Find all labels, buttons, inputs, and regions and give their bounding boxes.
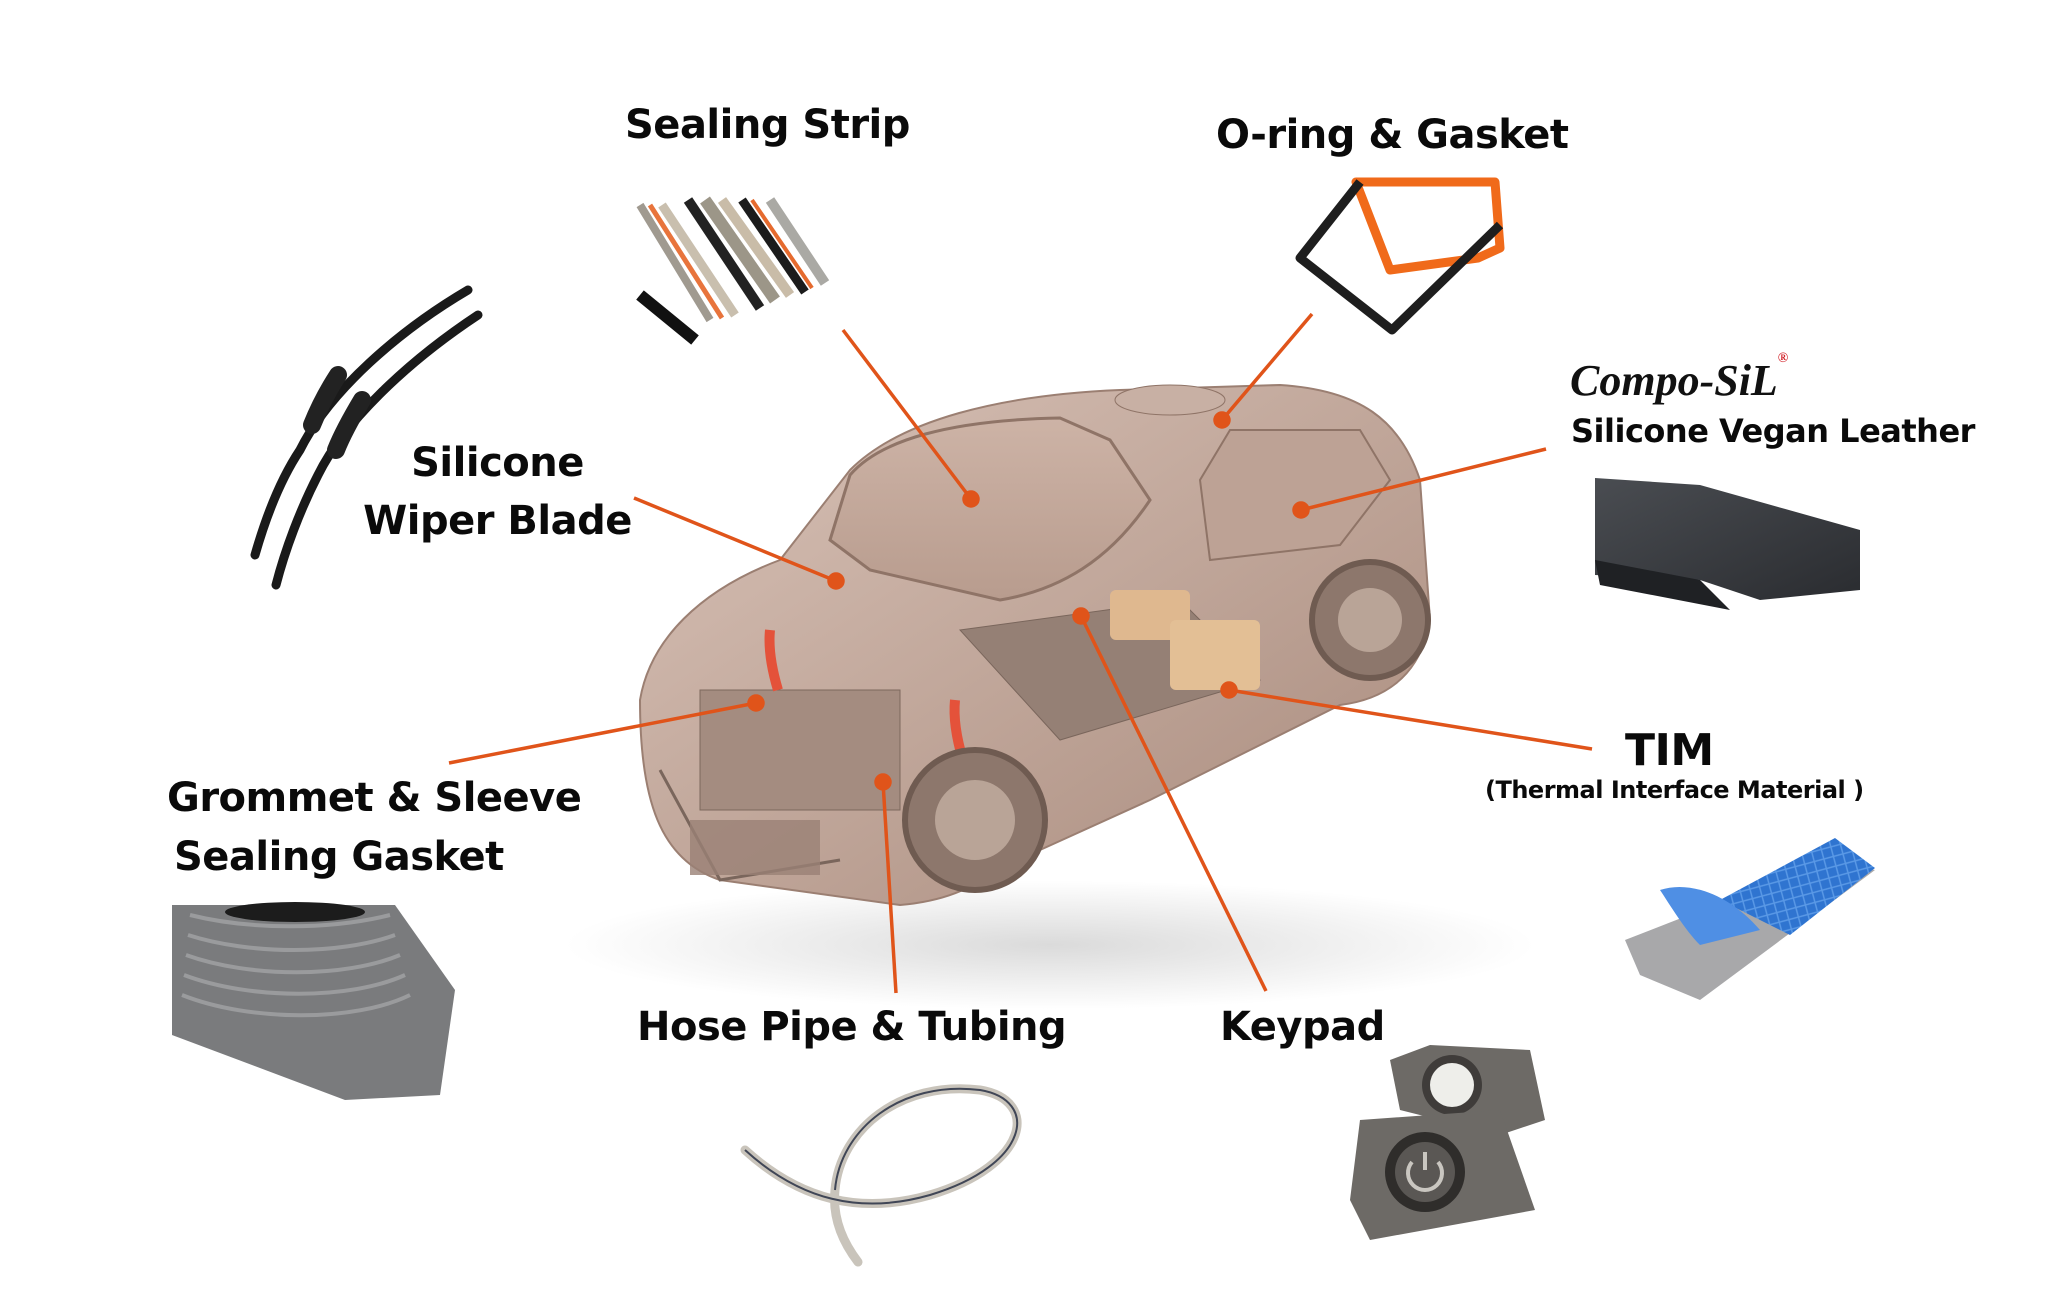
label-grommet-line1: Grommet & Sleeve [167, 775, 582, 821]
leader-vegan-leather [1300, 447, 1547, 512]
leader-keypad [1079, 615, 1268, 992]
compo-sil-brand: Compo-SiL® [1570, 351, 1788, 406]
leader-oring [1220, 312, 1314, 422]
label-tim-subtitle: (Thermal Interface Material ) [1485, 776, 1864, 804]
label-wiper-line1: Silicone [411, 440, 584, 486]
label-keypad: Keypad [1220, 1004, 1385, 1050]
leader-sealing-strip [841, 328, 973, 501]
leader-wiper [633, 496, 837, 583]
hose-image [740, 1084, 1022, 1267]
label-oring-gasket: O-ring & Gasket [1216, 112, 1569, 158]
label-hose: Hose Pipe & Tubing [637, 1004, 1067, 1050]
leader-grommet [448, 701, 757, 765]
label-tim: TIM [1625, 725, 1714, 776]
keypad-image [1350, 1045, 1545, 1240]
ev-cutaway-car [638, 383, 1432, 907]
registered-mark: ® [1777, 351, 1789, 366]
leader-tim [1228, 688, 1593, 751]
oring-gasket-image [1295, 177, 1505, 335]
label-sealing-strip: Sealing Strip [625, 102, 910, 148]
label-vegan-leather: Silicone Vegan Leather [1571, 412, 1975, 450]
compo-sil-brand-text: Compo-SiL [1570, 356, 1778, 405]
vegan-leather-image [1595, 478, 1860, 610]
tim-pad-image [1625, 838, 1875, 1000]
car-shadow [560, 880, 1540, 1010]
leader-hose [881, 781, 898, 994]
label-grommet-line2: Sealing Gasket [174, 834, 504, 880]
wiper-blade-image [250, 285, 483, 590]
label-wiper-line2: Wiper Blade [363, 498, 632, 544]
sealing-strip-image [636, 196, 830, 345]
leader-lines [448, 312, 1593, 994]
grommet-image [172, 902, 455, 1100]
